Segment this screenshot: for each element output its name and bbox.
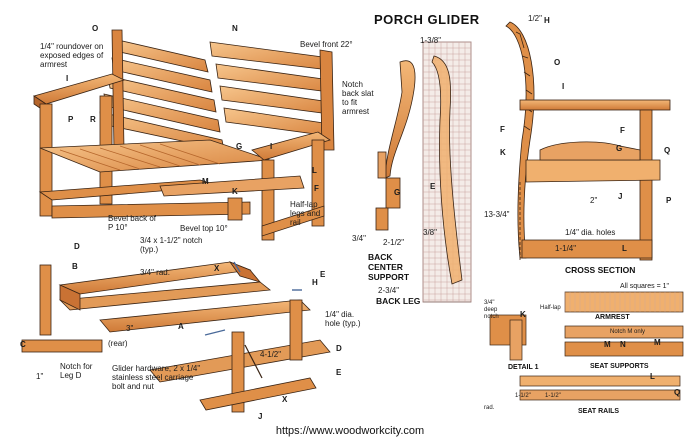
part-letter: D (74, 242, 80, 251)
base-frame-view (21, 261, 331, 413)
back-center-support-profile (384, 60, 416, 179)
part-letter: N (232, 24, 238, 33)
caption-cross-section: CROSS SECTION (565, 265, 636, 275)
part-letter: M (202, 177, 209, 186)
part-letter: N (620, 340, 626, 349)
part-letter: R (90, 115, 96, 124)
callout-grid-scale: All squares = 1" (620, 283, 669, 290)
part-letter: H (544, 16, 550, 25)
callout-bevel-back-p: Bevel back of P 10° (108, 214, 157, 232)
dim-half: 1/2" (528, 14, 542, 23)
part-letter: D (336, 344, 342, 353)
part-letter: X (282, 395, 288, 404)
part-letter: G (616, 144, 623, 153)
dim-1-1-2: 1-1/2" (515, 393, 531, 399)
back-slats (99, 39, 331, 151)
caption-armrest: ARMREST (595, 314, 630, 321)
callout-roundover: 1/4" roundover on exposed edges of armre… (40, 42, 104, 69)
armrest-right (251, 131, 331, 161)
dim-3-4: 3/4" (352, 234, 366, 243)
part-letter: J (258, 412, 263, 421)
part-letter: M (654, 338, 661, 347)
part-letter: F (314, 184, 319, 193)
pattern-grid (422, 41, 472, 303)
dim-2-3-4: 2-3/4" (378, 286, 400, 295)
part-letter: E (336, 368, 342, 377)
part-letter: E (320, 270, 326, 279)
glider-assembly-view (33, 29, 335, 241)
part-letter: K (520, 310, 526, 319)
part-letter: K (232, 187, 238, 196)
part-letter: M (604, 340, 611, 349)
part-letter: H (312, 278, 318, 287)
part-letter: K (500, 148, 506, 157)
back-upright-right (319, 49, 335, 151)
part-letter: Q (674, 388, 681, 397)
callout-quarter-dia-holes: 1/4" dia. holes (565, 228, 616, 237)
callout-notch-typ: 3/4 x 1-1/2" notch (typ.) (140, 236, 203, 254)
caption-seat-rails: SEAT RAILS (578, 408, 620, 415)
part-letter: I (562, 82, 565, 91)
callout-half-lap: Half-lap legs and rail (290, 200, 321, 227)
dim-1-1-2b: 1-1/2" (545, 393, 561, 399)
pattern-panels (489, 291, 684, 401)
part-letter: C (20, 340, 26, 349)
caption-back-leg: BACK LEG (376, 296, 421, 306)
part-letter: Q (664, 146, 671, 155)
callout-detail-rad: rad. (484, 405, 495, 411)
back-leg-profile (431, 55, 463, 285)
callout-bevel-front: Bevel front 22° (300, 40, 353, 49)
callout-deep-notch: 3/4" deep notch (484, 300, 499, 320)
part-letter: X (214, 264, 220, 273)
dim-2: 2" (590, 196, 598, 205)
caption-back-center-support: BACK CENTER SUPPORT (368, 252, 410, 282)
callout-rad: 3/4" rad. (140, 268, 170, 277)
part-letter: I (66, 74, 69, 83)
callout-hardware: Glider hardware, 2 x 1/4" stainless stee… (112, 364, 201, 391)
part-letter: O (92, 24, 99, 33)
part-letter: A (178, 322, 184, 331)
page-title: PORCH GLIDER (374, 12, 480, 27)
part-letter: E (430, 182, 436, 191)
source-url: https://www.woodworkcity.com (275, 425, 425, 437)
cross-section-view (505, 21, 671, 261)
dim-13-3-4: 13-3/4" (484, 210, 510, 219)
part-letter: P (666, 196, 672, 205)
dim-3: 3" (126, 324, 134, 333)
part-letter: G (394, 188, 401, 197)
dim-1-3-8: 1-3/8" (420, 36, 442, 45)
part-letter: F (620, 126, 625, 135)
dim-4-1-2: 4-1/2" (260, 350, 282, 359)
callout-notch-leg-d: Notch for Leg D (60, 362, 93, 380)
callout-notch-m-only: Notch M only (610, 329, 646, 335)
dim-1: 1" (36, 372, 44, 381)
dim-1-1-4: 1-1/4" (555, 244, 577, 253)
back-upright-left (111, 29, 125, 151)
part-letter: L (312, 166, 317, 175)
part-letter: P (68, 115, 74, 124)
callout-bevel-top: Bevel top 10° (180, 224, 228, 233)
part-letter: J (618, 192, 623, 201)
dim-2-1-2: 2-1/2" (383, 238, 405, 247)
dim-3-8: 3/8" (423, 228, 437, 237)
caption-seat-supports: SEAT SUPPORTS (590, 363, 649, 370)
part-letter: O (554, 58, 561, 67)
part-letter: I (270, 142, 273, 151)
profile-parts (375, 60, 416, 231)
part-letter: L (622, 244, 627, 253)
part-letter: G (236, 142, 243, 151)
callout-hole-typ: 1/4" dia. hole (typ.) (325, 310, 361, 328)
callout-half-lap-short: Half-lap (540, 305, 561, 311)
caption-detail-1: DETAIL 1 (508, 364, 539, 371)
callout-notch-back-slat: Notch back slat to fit armrest (342, 80, 374, 116)
callout-rear: (rear) (108, 339, 128, 348)
part-letter: B (72, 262, 78, 271)
part-letter: L (650, 372, 655, 381)
part-letter: F (500, 125, 505, 134)
